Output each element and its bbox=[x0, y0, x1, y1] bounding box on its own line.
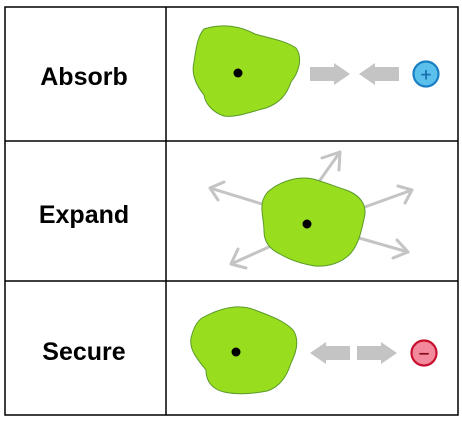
plus-badge: + bbox=[412, 60, 440, 88]
absorb-illustration: + bbox=[192, 25, 440, 117]
minus-icon: − bbox=[418, 345, 431, 363]
label-secure: Secure bbox=[42, 338, 125, 366]
expand-arrow-right bbox=[360, 184, 414, 210]
expand-blob bbox=[261, 177, 366, 267]
absorb-blob bbox=[192, 25, 301, 117]
secure-illustration: − bbox=[190, 306, 438, 395]
absorb-center-dot bbox=[233, 68, 243, 78]
expand-illustration bbox=[208, 150, 414, 270]
expand-center-dot bbox=[302, 219, 312, 229]
expand-arrow-upper-left bbox=[208, 180, 264, 206]
expand-arrow-up-right bbox=[316, 150, 342, 185]
table-grid bbox=[4, 6, 459, 416]
absorb-arrow-right bbox=[310, 63, 350, 85]
plus-icon: + bbox=[420, 66, 433, 84]
secure-arrow-right bbox=[357, 342, 397, 364]
label-absorb: Absorb bbox=[40, 63, 128, 91]
secure-arrow-left bbox=[310, 342, 350, 364]
absorb-arrow-left bbox=[359, 63, 399, 85]
minus-badge-circle bbox=[410, 339, 438, 367]
expand-arrow-lower-right bbox=[350, 234, 410, 260]
secure-center-dot bbox=[231, 347, 241, 357]
minus-badge: − bbox=[410, 339, 438, 367]
secure-blob bbox=[190, 306, 298, 395]
plus-badge-circle bbox=[412, 60, 440, 88]
label-expand: Expand bbox=[39, 201, 129, 229]
table-border bbox=[4, 6, 459, 416]
